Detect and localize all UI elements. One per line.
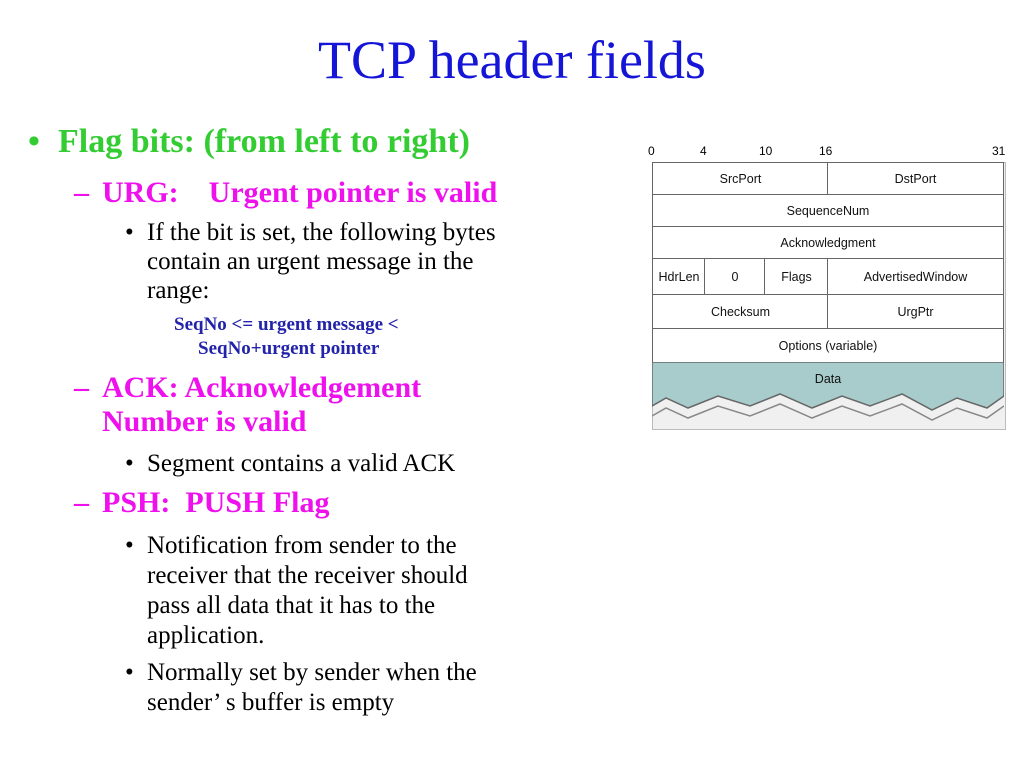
bullet-list: • Flag bits: (from left to right) – URG:… [28,123,498,717]
field-checksum: Checksum [652,294,829,330]
tcp-header-diagram: 0 4 10 16 31 SrcPort DstPort SequenceNum… [648,140,1010,435]
field-dst-port: DstPort [827,162,1004,196]
field-options: Options (variable) [652,328,1004,364]
urg-range-note-1: SeqNo <= urgent message < [174,314,399,335]
psh-heading: PSH: PUSH Flag [102,486,330,519]
field-acknowledgment: Acknowledgment [652,226,1004,260]
dash-marker: – [74,486,89,519]
slide-title: TCP header fields [318,30,706,90]
ack-heading-line-1: ACK: Acknowledgement [102,371,422,404]
field-reserved: 0 [704,258,766,296]
field-urg-ptr: UrgPtr [827,294,1004,330]
bit-label-16: 16 [819,144,833,158]
bit-label-0: 0 [648,144,655,158]
field-hdr-len: HdrLen [652,258,706,296]
psh-desc-line-4: application. [147,622,265,649]
psh-desc-line-2: receiver that the receiver should [147,562,468,589]
flag-bits-heading: Flag bits: (from left to right) [58,123,470,160]
bullet-marker: • [28,123,40,160]
data-region [652,362,1004,421]
bullet-marker: • [125,219,134,246]
psh-note-line-2: sender’ s buffer is empty [147,689,395,716]
field-sequence-num: SequenceNum [652,194,1004,228]
dash-marker: – [74,176,89,209]
field-src-port: SrcPort [652,162,829,196]
bit-label-10: 10 [759,144,773,158]
urg-desc-line-2: contain an urgent message in the [147,248,474,275]
field-data: Data [814,372,842,386]
field-advertised-window: AdvertisedWindow [827,258,1004,296]
bullet-marker: • [125,450,134,477]
bit-label-4: 4 [700,144,707,158]
urg-range-note-2: SeqNo+urgent pointer [198,338,380,359]
psh-desc-line-1: Notification from sender to the [147,532,457,559]
urg-desc-line-3: range: [147,277,210,304]
psh-note-line-1: Normally set by sender when the [147,659,477,686]
bit-label-31: 31 [992,144,1006,158]
psh-desc-line-3: pass all data that it has to the [147,592,436,619]
dash-marker: – [74,371,89,404]
field-flags: Flags [764,258,829,296]
ack-desc: Segment contains a valid ACK [147,450,456,477]
ack-heading-line-2: Number is valid [102,405,307,438]
bullet-marker: • [125,532,134,559]
bullet-marker: • [125,659,134,686]
urg-desc-line-1: If the bit is set, the following bytes [147,219,496,246]
urg-heading: URG: Urgent pointer is valid [102,176,498,209]
